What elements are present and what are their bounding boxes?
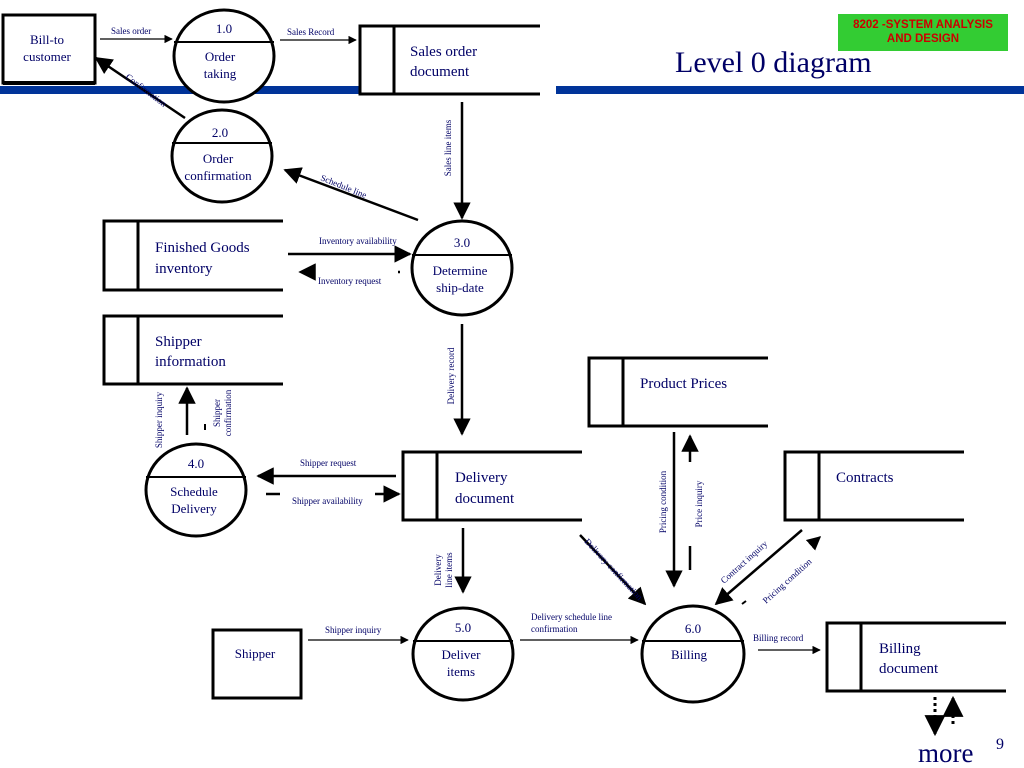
- process-label-line2: Delivery: [171, 501, 217, 516]
- flow-sales-record: Sales Record: [280, 27, 357, 45]
- flow-label: Inventory availability: [319, 236, 397, 246]
- process-label-line2: items: [447, 664, 475, 679]
- store-label-line2: document: [410, 64, 470, 80]
- flow-shipper-request: Shipper request: [256, 458, 396, 485]
- store-label-line1: Shipper: [155, 334, 202, 350]
- flow-label: Inventory request: [318, 276, 382, 286]
- store-label-line2: inventory: [155, 261, 213, 277]
- process-number: 1.0: [216, 21, 232, 36]
- flow-shipper-inquiry-vertical: Shipper inquiry: [154, 386, 196, 448]
- process-label-line1: Determine: [433, 263, 488, 278]
- process-number: 6.0: [685, 621, 701, 636]
- flow-shipper-availability: Shipper availability: [266, 485, 401, 506]
- flow-delivery-line-items: Delivery line items: [433, 528, 472, 594]
- store-finished-goods-inventory: Finished Goods inventory: [102, 219, 283, 292]
- flow-label-line2: confirmation: [531, 624, 578, 634]
- process-label-line1: Deliver: [442, 647, 482, 662]
- process-5-deliver-items: 5.0 Deliver items: [411, 606, 515, 702]
- process-number: 3.0: [454, 235, 470, 250]
- store-billing-document: Billing document: [825, 621, 1006, 693]
- store-delivery-document: Delivery document: [401, 450, 582, 522]
- flow-sales-line-items: Sales line items: [443, 102, 471, 220]
- store-label-line2: information: [155, 354, 226, 370]
- flow-delivery-confirmation: Delivery confirmation: [579, 534, 647, 606]
- flow-label-line2: confirmation: [223, 389, 233, 436]
- process-label-line1: Schedule: [170, 484, 218, 499]
- flow-label: Pricing condition: [761, 556, 814, 605]
- entity-label: Shipper: [235, 646, 276, 661]
- flow-contract-inquiry: Contract inquiry: [714, 529, 803, 606]
- process-6-billing: 6.0 Billing: [640, 604, 746, 704]
- badge-line-1: 8202 -SYSTEM ANALYSIS: [853, 19, 993, 31]
- flow-schedule-line: Schedule line: [283, 167, 419, 222]
- flow-label: Sales order: [111, 26, 151, 36]
- flow-label: Shipper inquiry: [325, 625, 382, 635]
- flow-pricing-condition-vertical: Pricing condition: [658, 432, 683, 588]
- process-label-line1: Billing: [671, 647, 708, 662]
- store-product-prices: Product Prices: [587, 356, 768, 428]
- flow-billing-record: Billing record: [753, 633, 821, 655]
- process-4-schedule-delivery: 4.0 Schedule Delivery: [144, 442, 248, 538]
- store-label: Contracts: [836, 470, 894, 486]
- process-number: 2.0: [212, 125, 228, 140]
- flow-shipper-inquiry-horizontal: Shipper inquiry: [308, 625, 409, 645]
- process-number: 4.0: [188, 456, 204, 471]
- store-label-line1: Billing: [879, 641, 921, 657]
- process-label-line2: confirmation: [184, 168, 252, 183]
- flow-price-inquiry: Price inquiry: [681, 434, 704, 570]
- flow-label-line1: Shipper: [212, 399, 222, 427]
- header-band-right: [556, 86, 1024, 94]
- store-label-line1: Sales order: [410, 44, 477, 60]
- flow-label: Billing record: [753, 633, 804, 643]
- flow-inventory-request: Inventory request: [298, 263, 400, 286]
- flow-delivery-schedule-line-confirmation: Delivery schedule line confirmation: [520, 612, 639, 645]
- process-label-line1: Order: [205, 49, 236, 64]
- more-dotted-arrows: [924, 695, 964, 737]
- process-2-order-confirmation: 2.0 Order confirmation: [170, 108, 274, 204]
- flow-label-line1: Delivery schedule line: [531, 612, 612, 622]
- store-label: Product Prices: [640, 376, 727, 392]
- store-contracts: Contracts: [783, 450, 964, 522]
- badge-line-2: AND DESIGN: [886, 33, 960, 45]
- process-number: 5.0: [455, 620, 471, 635]
- process-1-order-taking: 1.0 Order taking: [172, 8, 276, 104]
- flow-sales-order: Sales order: [100, 26, 173, 44]
- flow-label: Sales line items: [443, 119, 453, 176]
- flow-label: Price inquiry: [694, 480, 704, 527]
- flow-label-line1: Delivery: [433, 554, 443, 586]
- process-label-line2: taking: [204, 66, 237, 81]
- store-sales-order-document: Sales order document: [358, 24, 550, 96]
- entity-shipper: Shipper: [211, 628, 303, 700]
- store-label-line1: Delivery: [455, 470, 508, 486]
- flow-shipper-confirmation: Shipper confirmation: [204, 389, 233, 436]
- flow-label: Delivery record: [446, 347, 456, 404]
- store-label-line1: Finished Goods: [155, 240, 250, 256]
- more-link[interactable]: more: [918, 738, 973, 768]
- process-label-line1: Order: [203, 151, 234, 166]
- flow-delivery-record: Delivery record: [446, 324, 471, 436]
- entity-bill-to-customer: Bill-to customer: [1, 13, 97, 85]
- store-shipper-information: Shipper information: [102, 314, 283, 386]
- flow-label: Delivery confirmation: [583, 537, 645, 603]
- flow-label-line2: line items: [444, 552, 454, 588]
- slide-title: Level 0 diagram: [675, 46, 872, 79]
- flow-label: Pricing condition: [658, 470, 668, 533]
- process-label-line2: ship-date: [436, 280, 484, 295]
- store-label-line2: document: [455, 491, 515, 507]
- flow-label: Shipper request: [300, 458, 357, 468]
- flow-inventory-availability: Inventory availability: [288, 236, 412, 263]
- flow-label: Sales Record: [287, 27, 335, 37]
- process-3-determine-ship-date: 3.0 Determine ship-date: [410, 219, 514, 317]
- store-label-line2: document: [879, 661, 939, 677]
- entity-label-line2: customer: [23, 49, 71, 64]
- course-badge: 8202 -SYSTEM ANALYSIS AND DESIGN: [838, 14, 1008, 51]
- flow-label: Shipper inquiry: [154, 391, 164, 448]
- flow-label: Shipper availability: [292, 496, 363, 506]
- entity-label-line1: Bill-to: [30, 32, 64, 47]
- page-number-fragment: 9: [996, 736, 1004, 753]
